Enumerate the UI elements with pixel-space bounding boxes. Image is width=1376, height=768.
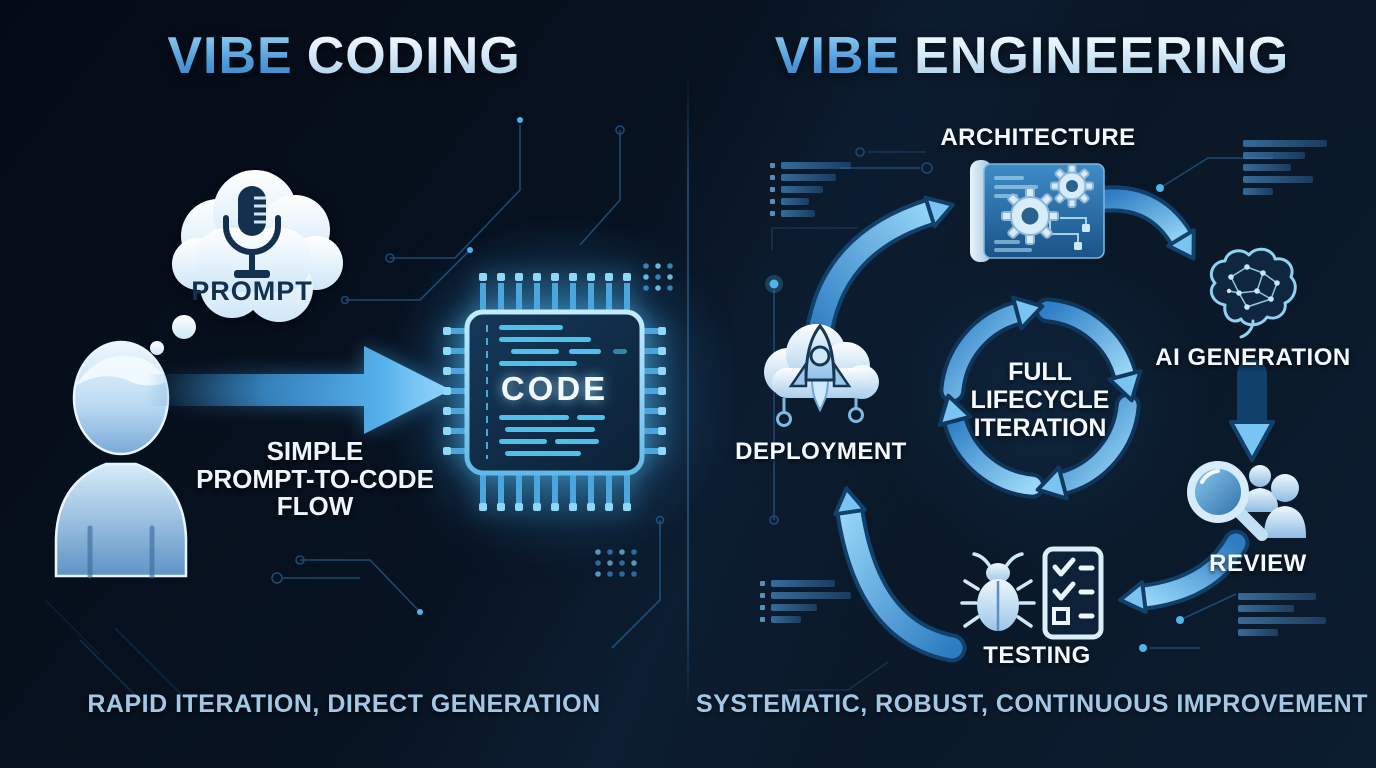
stage-label-architecture: ARCHITECTURE	[940, 124, 1136, 151]
right-title-word1: VIBE	[774, 27, 901, 85]
cycle-center-line: LIFECYCLE	[970, 386, 1110, 414]
code-lines-decor	[760, 580, 851, 623]
blueprint-gears-icon	[970, 160, 1105, 262]
code-lines-decor	[770, 162, 851, 217]
left-footer: RAPID ITERATION, DIRECT GENERATION	[87, 690, 601, 718]
left-title-word2: CODING	[306, 27, 521, 85]
panel-divider	[687, 70, 689, 710]
cycle-center-line: FULL	[1008, 358, 1072, 386]
cloud-rocket-icon	[764, 323, 879, 427]
prompt-arrow	[146, 346, 451, 434]
code-lines-decor	[1243, 140, 1327, 195]
circuit-traces-right	[765, 147, 1273, 691]
thought-bubble: PROMPT	[158, 166, 346, 338]
arrow-ai-to-review	[1229, 359, 1275, 462]
thought-bubble-dot	[172, 315, 196, 339]
checklist-icon	[1042, 546, 1104, 640]
bug-checklist-icon	[960, 546, 1104, 640]
stage-label-ai-generation: AI GENERATION	[1155, 344, 1351, 371]
arrow-deployment-to-architecture	[803, 195, 955, 357]
flow-caption-line: FLOW	[276, 491, 354, 522]
arrow-testing-to-deployment	[833, 486, 967, 663]
brain-network-icon	[1209, 247, 1297, 339]
stage-label-deployment: DEPLOYMENT	[735, 438, 907, 465]
stage-label-testing: TESTING	[983, 642, 1091, 669]
flow-caption-line: PROMPT-TO-CODE	[196, 463, 434, 494]
flow-caption: SIMPLE PROMPT-TO-CODE FLOW	[155, 436, 475, 522]
code-lines-decor	[1238, 593, 1326, 636]
cpu-chip: CODE	[443, 245, 699, 521]
chip-label: CODE	[500, 370, 609, 407]
cycle-center-label: FULL LIFECYCLE ITERATION	[946, 358, 1134, 442]
stage-label-review: REVIEW	[1209, 550, 1307, 577]
right-footer: SYSTEMATIC, ROBUST, CONTINUOUS IMPROVEME…	[696, 690, 1368, 718]
magnifier-people-icon	[1187, 461, 1306, 541]
arrow-architecture-to-ai	[1083, 185, 1196, 261]
bug-icon	[960, 552, 1036, 631]
arrow-review-to-testing	[1118, 529, 1250, 614]
left-title-word1: VIBE	[167, 27, 293, 85]
cycle-center-line: ITERATION	[973, 414, 1107, 442]
cpu-chip-graphic	[443, 273, 666, 511]
thought-bubble-dot	[150, 341, 164, 355]
prompt-label: PROMPT	[191, 276, 313, 306]
right-title-word2: ENGINEERING	[914, 27, 1290, 85]
cycle-arrows	[937, 295, 1143, 501]
circuit-traces-left	[44, 117, 673, 711]
microphone-icon	[223, 186, 281, 278]
flow-caption-line: SIMPLE	[266, 436, 364, 466]
